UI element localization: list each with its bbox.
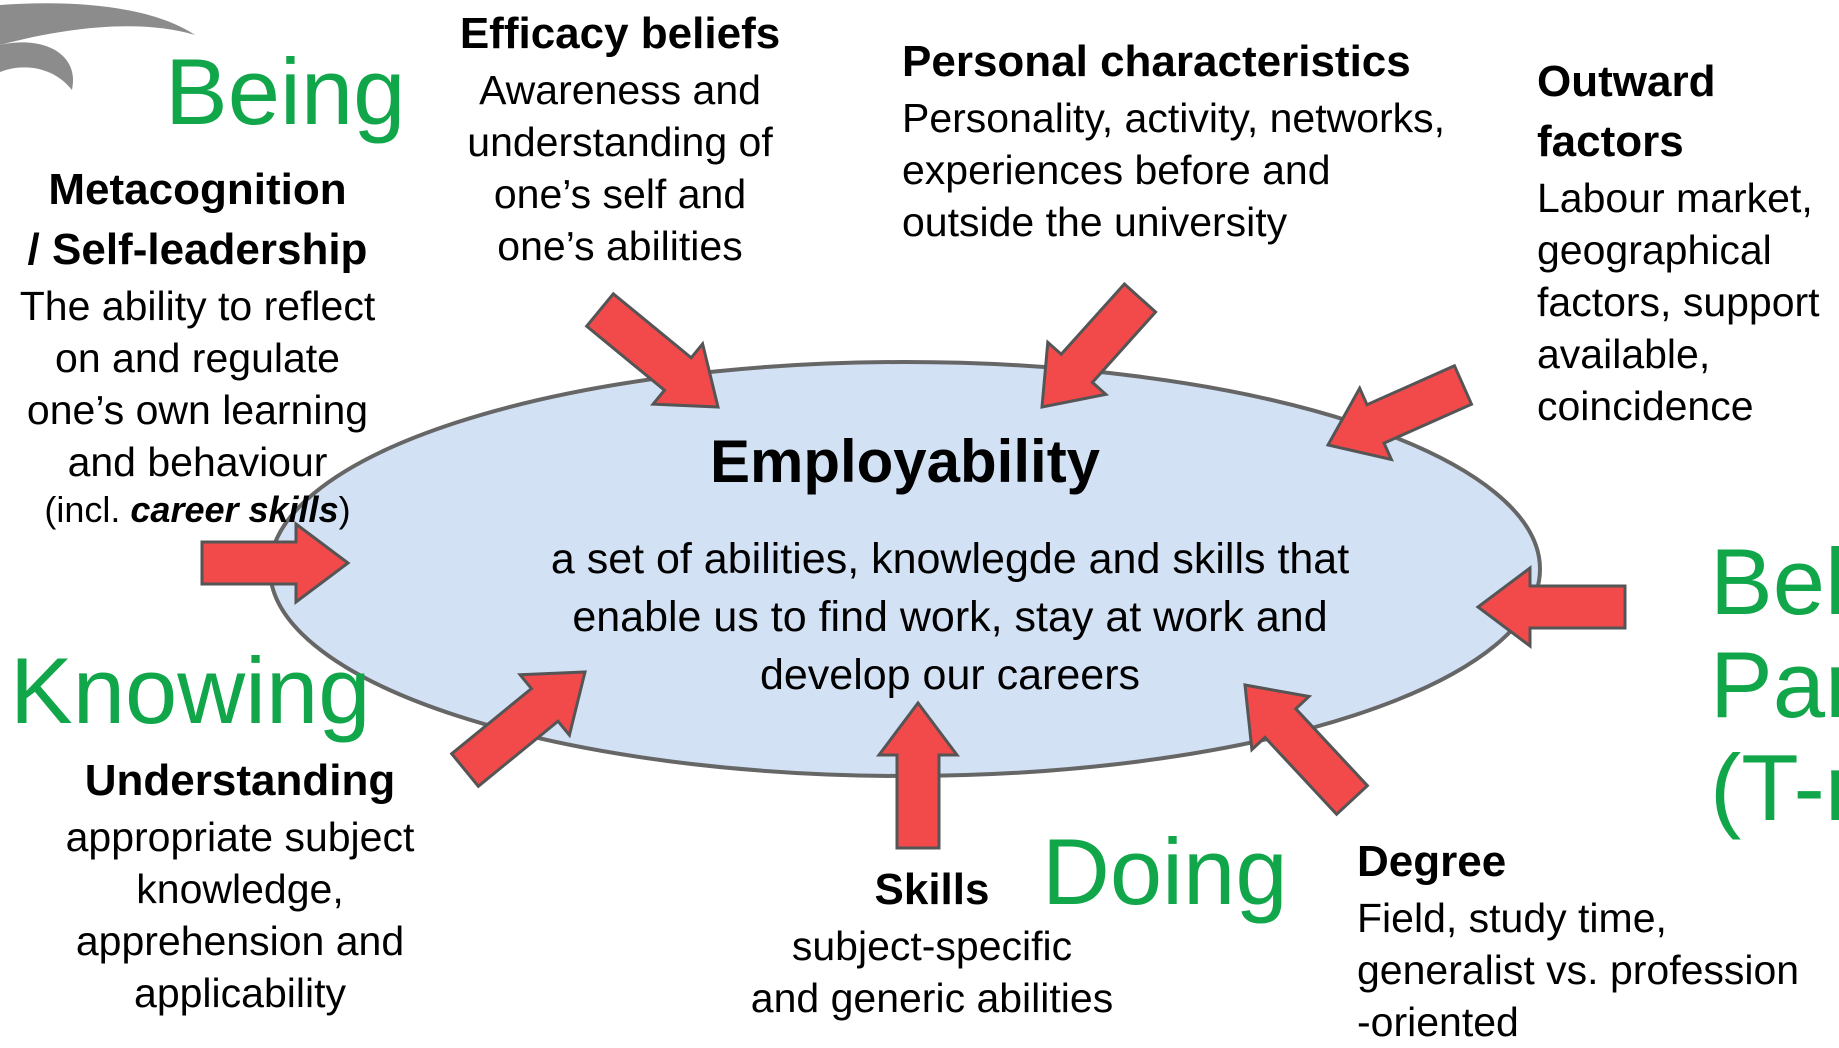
degree-block: Degree Field, study time, generalist vs.… <box>1357 832 1837 1048</box>
outward-line: factors, support <box>1537 279 1820 325</box>
metacognition-line: The ability to reflect <box>19 283 376 329</box>
degree-line: Field, study time, <box>1357 895 1667 941</box>
arrow-metacognition <box>200 521 351 605</box>
description-line: enable us to find work, stay at work and <box>572 593 1328 641</box>
career-skills-emphasis: career skills <box>130 489 339 530</box>
understanding-block: Understanding appropriate subject knowle… <box>40 751 440 1019</box>
arrow-understanding <box>449 670 587 789</box>
belonging-line: (T-m <box>1710 735 1839 840</box>
category-belonging: Belo Part (T-m <box>1710 530 1839 839</box>
outward-line: Labour market, <box>1537 175 1813 221</box>
skills-line: and generic abilities <box>750 975 1114 1021</box>
understanding-line: knowledge, <box>136 866 344 912</box>
efficacy-line: one’s abilities <box>497 223 743 269</box>
category-being: Being <box>165 39 406 144</box>
skills-title: Skills <box>874 865 990 914</box>
personal-characteristics-block: Personal characteristics Personality, ac… <box>902 32 1522 248</box>
arrow-degree <box>1243 683 1370 817</box>
description-line: develop our careers <box>759 651 1141 699</box>
personal-line: experiences before and <box>902 147 1331 193</box>
understanding-line: appropriate subject <box>65 814 415 860</box>
metacognition-incl: (incl. career skills) <box>0 488 395 532</box>
outward-line: coincidence <box>1537 383 1754 429</box>
arrow-belonging <box>1475 565 1627 649</box>
efficacy-line: one’s self and <box>493 171 747 217</box>
outward-factors-title: factors <box>1537 117 1684 166</box>
metacognition-title: / Self-leadership <box>27 225 368 274</box>
arrow-outward <box>1325 363 1474 462</box>
arrows-group <box>200 281 1627 850</box>
efficacy-line: understanding of <box>467 119 773 165</box>
category-doing: Doing <box>1042 819 1288 924</box>
efficacy-beliefs-block: Efficacy beliefs Awareness and understan… <box>420 4 820 272</box>
metacognition-block: Metacognition / Self-leadership The abil… <box>0 160 395 532</box>
understanding-line: apprehension and <box>75 918 405 964</box>
efficacy-line: Awareness and <box>479 67 761 113</box>
metacognition-title: Metacognition <box>48 165 347 214</box>
personal-line: outside the university <box>902 199 1288 245</box>
incl-suffix: ) <box>338 489 351 530</box>
degree-title: Degree <box>1357 837 1507 886</box>
degree-line: -oriented <box>1357 999 1519 1045</box>
skills-block: Skills subject-specific and generic abil… <box>712 860 1152 1024</box>
outward-line: geographical <box>1537 227 1772 273</box>
understanding-title: Understanding <box>84 756 396 805</box>
arrow-efficacy <box>584 291 720 409</box>
metacognition-line: and behaviour <box>67 439 328 485</box>
skills-line: subject-specific <box>791 923 1073 969</box>
arrow-personal <box>1040 281 1158 409</box>
personal-characteristics-title: Personal characteristics <box>902 37 1411 86</box>
metacognition-line: on and regulate <box>55 335 340 381</box>
belonging-line: Belo <box>1710 529 1839 634</box>
outward-line: available, <box>1537 331 1711 377</box>
efficacy-beliefs-title: Efficacy beliefs <box>459 9 781 58</box>
outward-factors-block: Outward factors Labour market, geographi… <box>1537 52 1837 432</box>
arrow-skills <box>876 700 960 850</box>
understanding-line: applicability <box>134 970 346 1016</box>
degree-line: generalist vs. profession <box>1357 947 1800 993</box>
metacognition-line: one’s own learning <box>26 387 369 433</box>
description-line: a set of abilities, knowlegde and skills… <box>550 535 1350 583</box>
outward-factors-title: Outward <box>1537 57 1716 106</box>
employability-description: a set of abilities, knowlegde and skills… <box>450 530 1450 704</box>
belonging-line: Part <box>1710 632 1839 737</box>
personal-line: Personality, activity, networks, <box>902 95 1446 141</box>
employability-title: Employability <box>709 428 1101 495</box>
corner-decoration <box>0 3 195 90</box>
incl-prefix: (incl. <box>44 489 131 530</box>
category-knowing: Knowing <box>10 638 371 743</box>
